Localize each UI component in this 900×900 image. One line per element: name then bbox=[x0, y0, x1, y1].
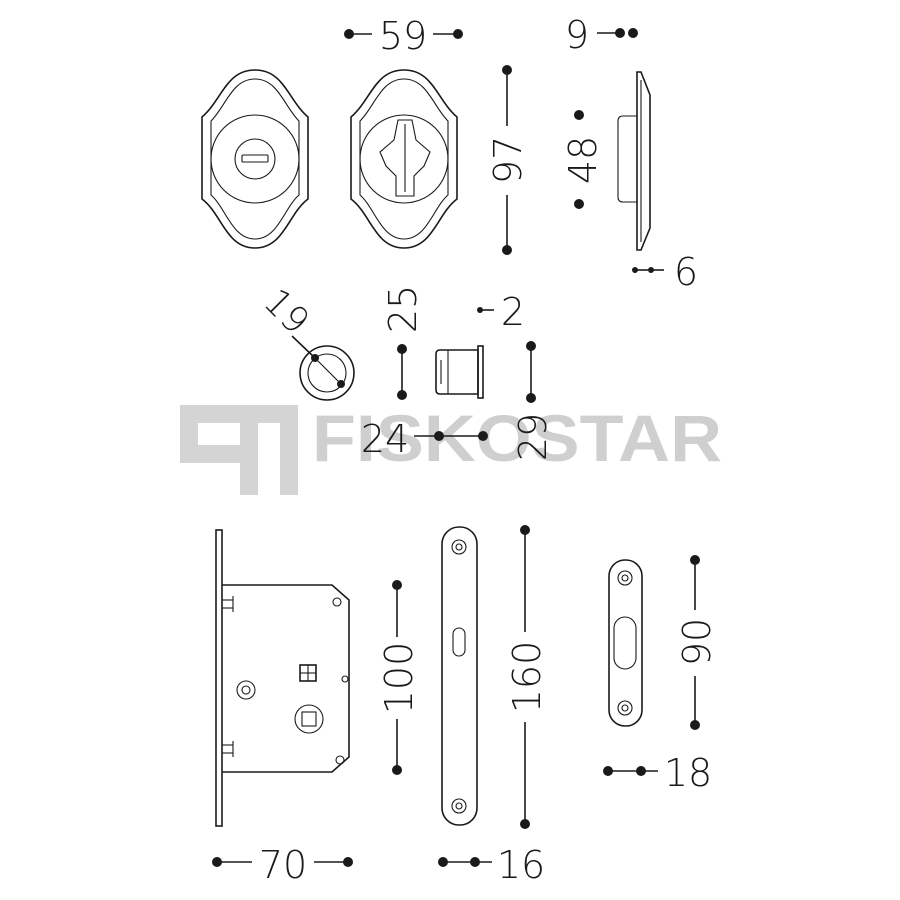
dimension-25: 25 bbox=[381, 285, 425, 400]
dimension-9: 9 bbox=[565, 13, 638, 57]
dimension-100: 100 bbox=[377, 580, 421, 775]
dimension-label: 19 bbox=[255, 281, 316, 342]
faceplate bbox=[441, 526, 478, 826]
dimension-48: 48 bbox=[561, 110, 605, 209]
dimension-label: 2 bbox=[501, 290, 525, 334]
strike-plate bbox=[608, 559, 643, 727]
watermark-text: FISKOSTAR bbox=[312, 401, 722, 475]
dimension-160: 160 bbox=[505, 525, 549, 829]
dimension-label: 48 bbox=[561, 136, 605, 184]
dimension-97: 97 bbox=[486, 65, 530, 255]
key-ring: 19 bbox=[255, 281, 355, 401]
dimension-6: 6 bbox=[632, 250, 698, 294]
watermark: FISKOSTAR bbox=[180, 401, 722, 495]
dimension-label: 9 bbox=[565, 13, 589, 57]
dimension-18: 18 bbox=[603, 751, 712, 795]
dimension-label: 160 bbox=[505, 641, 549, 714]
dimension-label: 24 bbox=[361, 417, 409, 461]
dimension-label: 29 bbox=[511, 413, 555, 461]
rosette-front-slot bbox=[201, 69, 309, 249]
rosette-front-turn bbox=[350, 69, 458, 249]
dimension-label: 90 bbox=[675, 618, 719, 666]
dimension-29: 29 bbox=[511, 341, 555, 461]
dimension-label: 70 bbox=[259, 843, 307, 887]
dimension-label: 59 bbox=[379, 14, 427, 58]
dimension-label: 16 bbox=[497, 843, 545, 887]
dimension-90: 90 bbox=[675, 555, 719, 730]
dimension-2: 2 bbox=[477, 290, 525, 334]
dimension-label: 100 bbox=[377, 642, 421, 715]
watermark-logo-icon bbox=[180, 405, 298, 495]
dimension-16: 16 bbox=[438, 843, 545, 887]
dimension-59: 59 bbox=[344, 14, 463, 58]
dimension-24: 24 bbox=[361, 417, 488, 461]
spindle-piece bbox=[435, 345, 484, 399]
dimension-label: 25 bbox=[381, 285, 425, 333]
dimension-label: 18 bbox=[664, 751, 712, 795]
dimension-70: 70 bbox=[212, 843, 353, 887]
dimension-label: 6 bbox=[674, 250, 698, 294]
dimension-label: 97 bbox=[486, 136, 530, 184]
mortise-lock-body bbox=[215, 529, 350, 827]
rosette-side-view bbox=[617, 71, 651, 251]
